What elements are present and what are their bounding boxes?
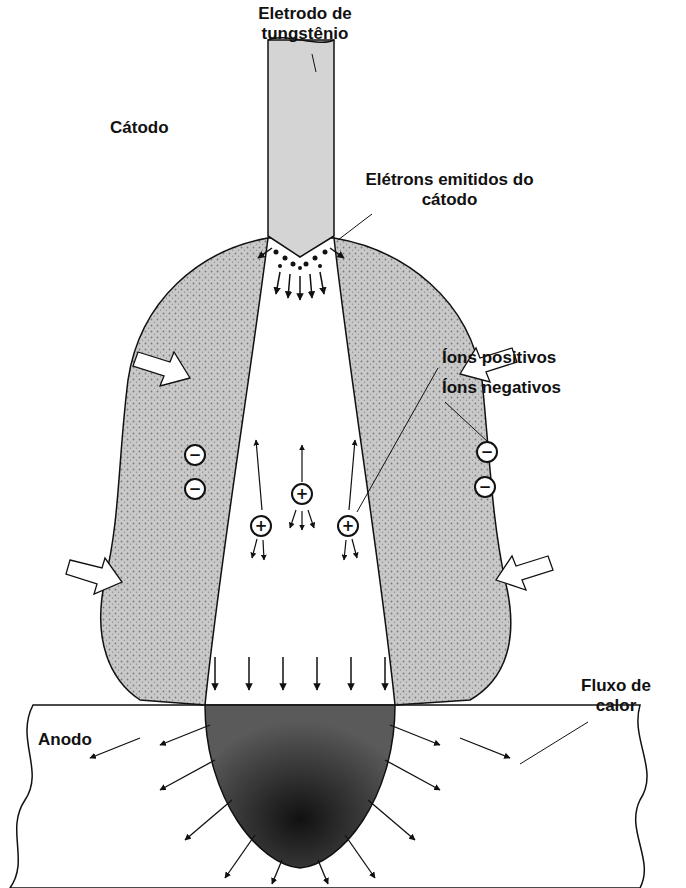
ion-sign: +	[255, 519, 268, 534]
leader-lines	[312, 54, 588, 764]
electron-arrows	[258, 248, 344, 300]
ion-sign: −	[479, 480, 492, 495]
negative-ion: −	[474, 476, 496, 498]
ion-sign: −	[189, 482, 202, 497]
negative-ion: −	[476, 441, 498, 463]
positive-ion: +	[337, 515, 359, 537]
workpiece	[10, 705, 647, 888]
part-label: Eletrodo de tungstênio	[230, 4, 380, 44]
part-label: Cátodo	[110, 118, 200, 138]
electron-dots	[274, 250, 328, 271]
arc-envelope	[101, 238, 511, 705]
part-label: Íons positivos	[442, 348, 592, 368]
ion-arrows	[252, 440, 357, 560]
positive-ion: +	[250, 515, 272, 537]
plasma-column	[205, 238, 395, 705]
weld-pool	[205, 705, 395, 868]
anode-arrows	[215, 657, 385, 690]
positive-ion: +	[291, 483, 313, 505]
part-label: Anodo	[38, 730, 118, 750]
negative-ion: −	[184, 444, 206, 466]
heat-flow-arrows	[90, 725, 510, 884]
part-label: Íons negativos	[442, 378, 602, 398]
part-label: Fluxo de calor	[566, 676, 666, 716]
ion-sign: −	[481, 445, 494, 460]
ion-sign: +	[342, 519, 355, 534]
tungsten-electrode	[268, 40, 334, 257]
ion-sign: +	[296, 487, 309, 502]
part-label: Elétrons emitidos do cátodo	[362, 170, 537, 210]
negative-ion: −	[184, 478, 206, 500]
ion-sign: −	[189, 448, 202, 463]
